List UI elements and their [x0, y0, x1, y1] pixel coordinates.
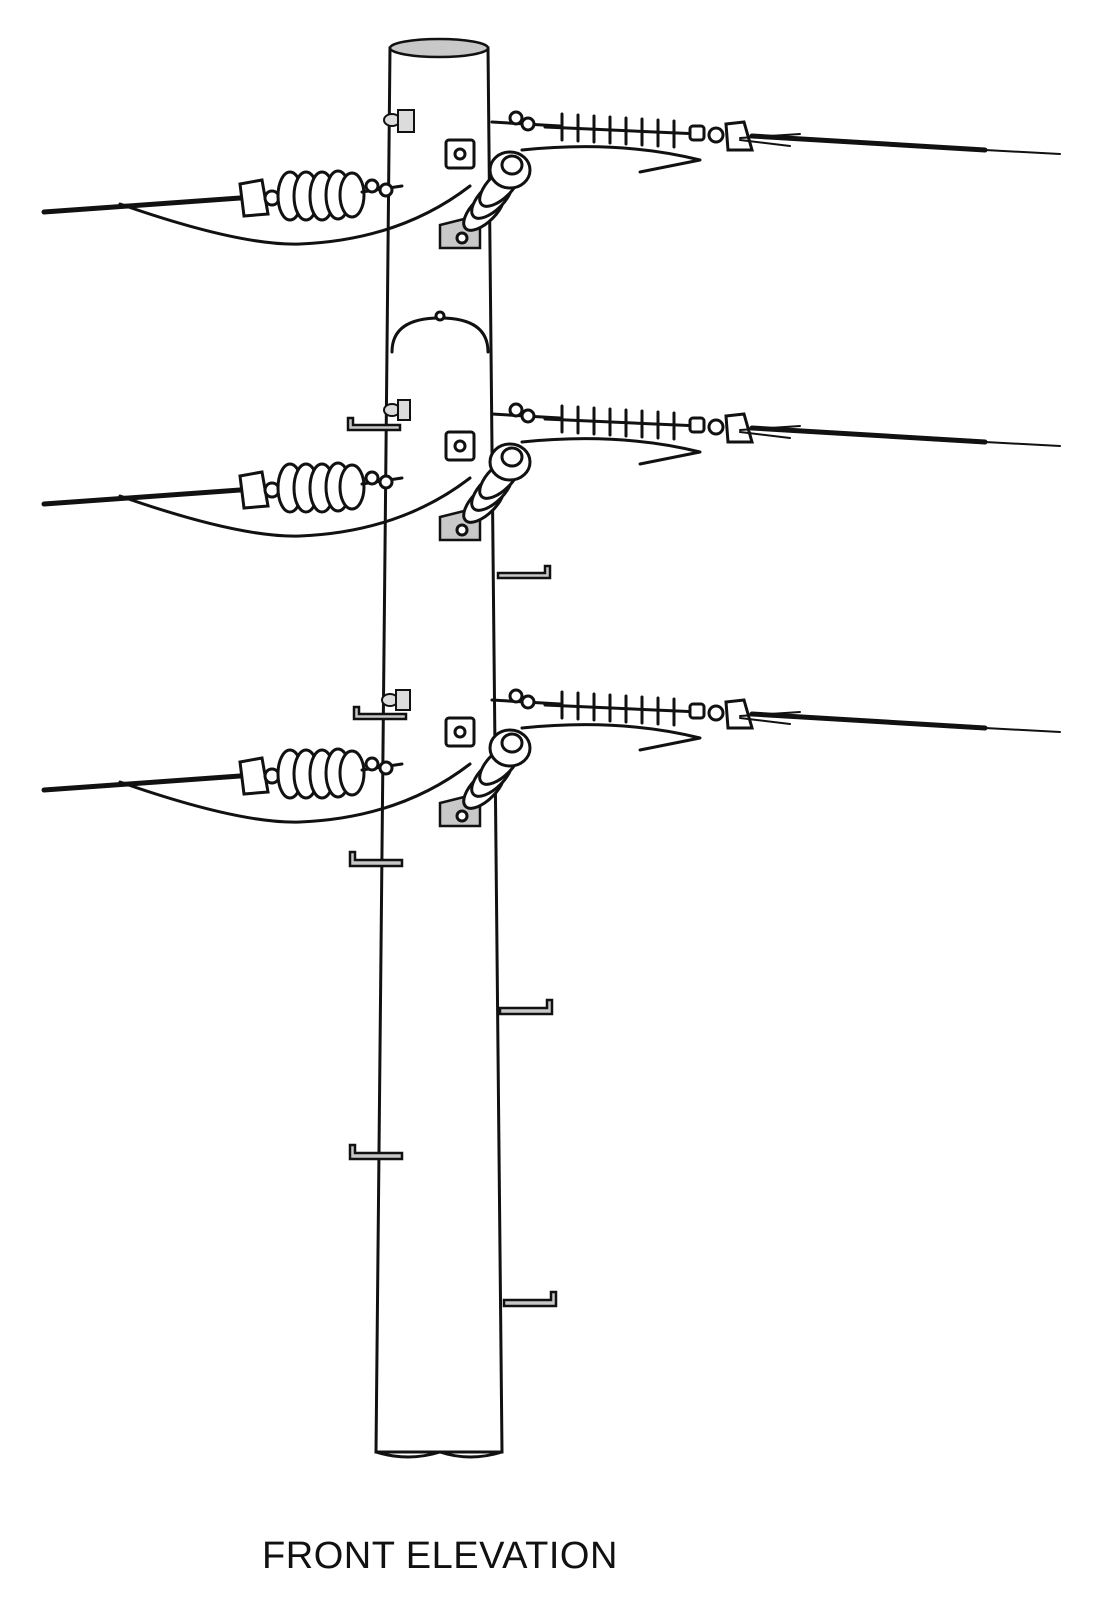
step-bolt: [352, 705, 408, 721]
pole-brackets: [381, 109, 415, 711]
crossarm-level-2: [41, 402, 1061, 542]
left-conductor: [41, 773, 243, 793]
left-strain-insulator: [238, 461, 404, 514]
step-bolt: [348, 850, 404, 868]
upper-bracket: [383, 109, 415, 133]
step-bolt: [496, 564, 552, 580]
drawing-caption: FRONT ELEVATION: [262, 1535, 618, 1577]
pole: [374, 37, 504, 1459]
right-conductor: [749, 425, 988, 445]
right-strain-insulator: [490, 688, 801, 730]
right-strain-insulator: [490, 402, 801, 444]
middle-bracket: [383, 399, 411, 421]
step-bolts: [346, 416, 558, 1308]
left-conductor: [41, 487, 243, 507]
crossarm-level-3: [41, 688, 1061, 828]
left-strain-insulator: [238, 169, 404, 222]
post-insulator: [438, 138, 532, 250]
post-insulator: [438, 716, 532, 828]
lower-bracket: [381, 689, 411, 711]
step-bolt: [502, 1290, 558, 1308]
right-conductor: [749, 133, 988, 153]
step-bolt: [498, 998, 554, 1016]
left-conductor: [41, 195, 243, 215]
step-bolt: [346, 416, 402, 432]
right-conductor: [749, 711, 988, 731]
pole-top-cap: [388, 37, 490, 59]
step-bolt: [348, 1143, 404, 1161]
post-insulator: [438, 430, 532, 542]
left-strain-insulator: [238, 747, 404, 800]
arch-bolt: [434, 310, 446, 322]
crossarm-level-1: [41, 110, 1061, 250]
pole-base-break: [374, 1450, 504, 1459]
right-strain-insulator: [490, 110, 801, 152]
